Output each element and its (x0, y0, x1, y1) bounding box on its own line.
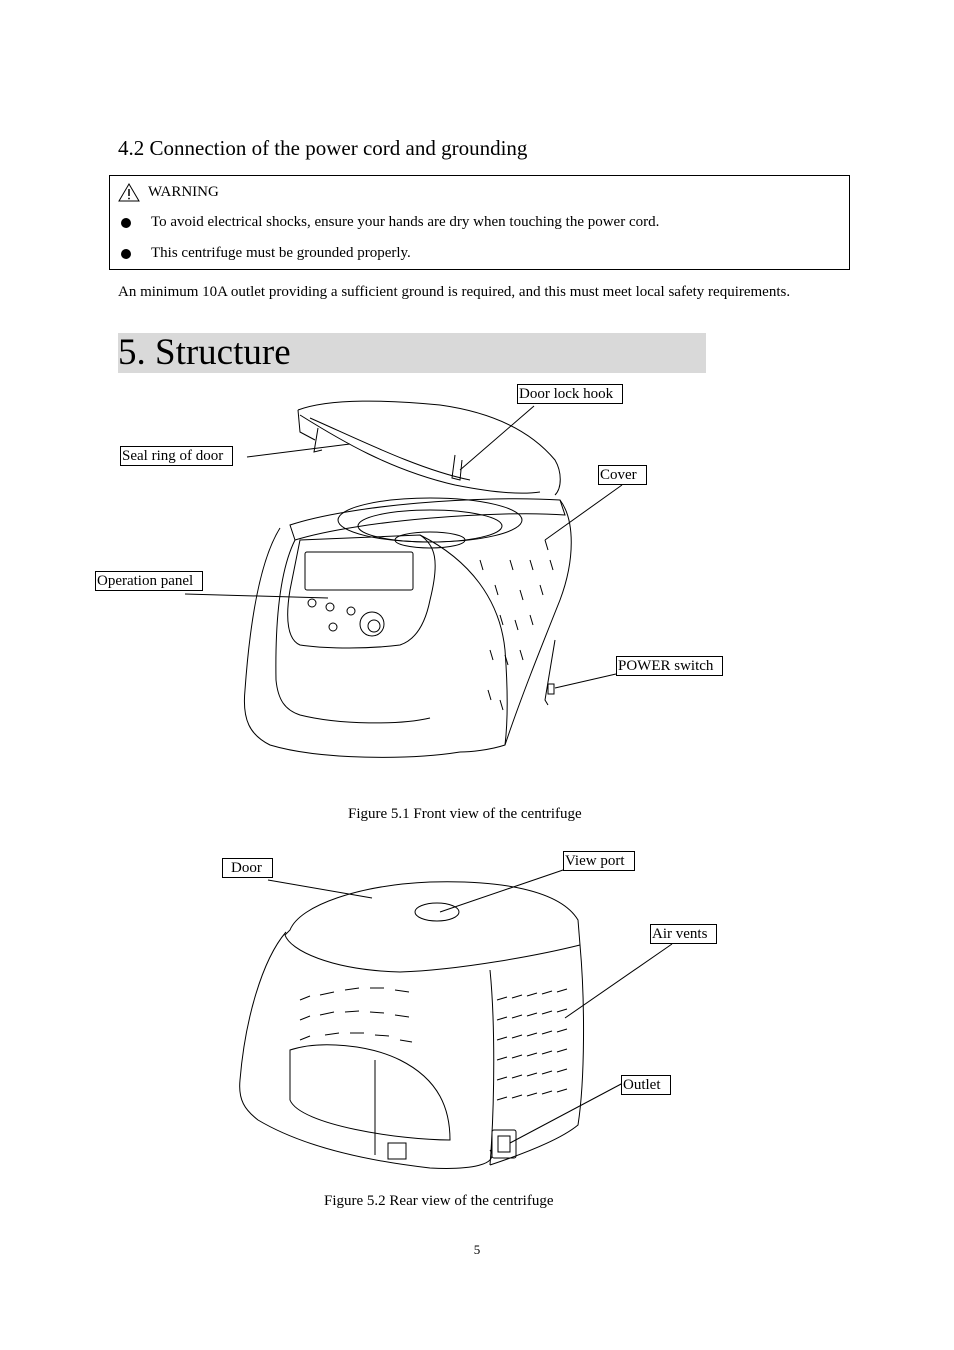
warning-item: This centrifuge must be grounded properl… (151, 245, 411, 261)
label-power-switch: POWER switch (616, 656, 724, 676)
warning-item: To avoid electrical shocks, ensure your … (151, 214, 660, 230)
label-seal-ring: Seal ring of door (120, 446, 234, 466)
structure-title: 5. Structure (118, 332, 291, 373)
warning-title-text: WARNING (148, 184, 219, 200)
figure-2-caption: Figure 5.2 Rear view of the centrifuge (324, 1193, 554, 1209)
label-outlet: Outlet (621, 1075, 671, 1095)
warning-icon (118, 183, 140, 202)
section-heading: 4.2 Connection of the power cord and gro… (118, 136, 528, 160)
label-door: Door (222, 858, 273, 878)
label-view-port: View port (563, 851, 635, 871)
page-number: 5 (473, 1242, 481, 1257)
grounding-paragraph: An minimum 10A outlet providing a suffic… (118, 284, 791, 300)
warning-title: WARNING (118, 183, 219, 202)
label-door-lock-hook: Door lock hook (517, 384, 624, 404)
label-air-vents: Air vents (650, 924, 718, 944)
figure-1-caption: Figure 5.1 Front view of the centrifuge (348, 806, 582, 822)
structure-heading-bar: 5. Structure (118, 332, 706, 373)
warning-box: WARNING To avoid electrical shocks, ensu… (109, 175, 850, 270)
bullet-icon (121, 218, 131, 228)
bullet-icon (121, 249, 131, 259)
label-cover: Cover (598, 465, 647, 485)
label-operation-panel: Operation panel (95, 571, 204, 591)
